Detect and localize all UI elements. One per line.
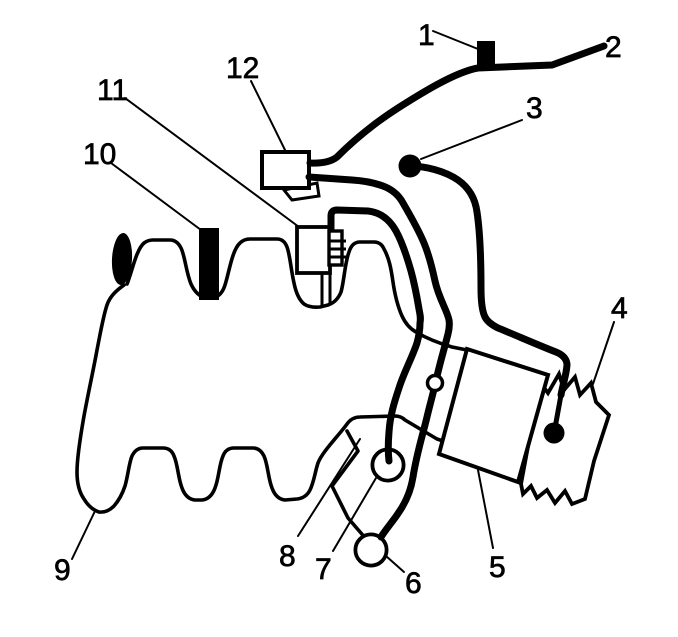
svg-text:6: 6 [405, 567, 422, 600]
svg-text:12: 12 [226, 52, 259, 85]
svg-text:1: 1 [418, 19, 435, 52]
svg-text:8: 8 [279, 540, 296, 573]
svg-text:4: 4 [611, 292, 628, 325]
svg-text:10: 10 [83, 138, 116, 171]
svg-text:7: 7 [315, 553, 332, 586]
svg-text:5: 5 [489, 551, 506, 584]
svg-text:3: 3 [526, 92, 543, 125]
svg-text:2: 2 [605, 31, 622, 64]
svg-text:9: 9 [54, 554, 71, 587]
svg-text:11: 11 [97, 74, 128, 107]
